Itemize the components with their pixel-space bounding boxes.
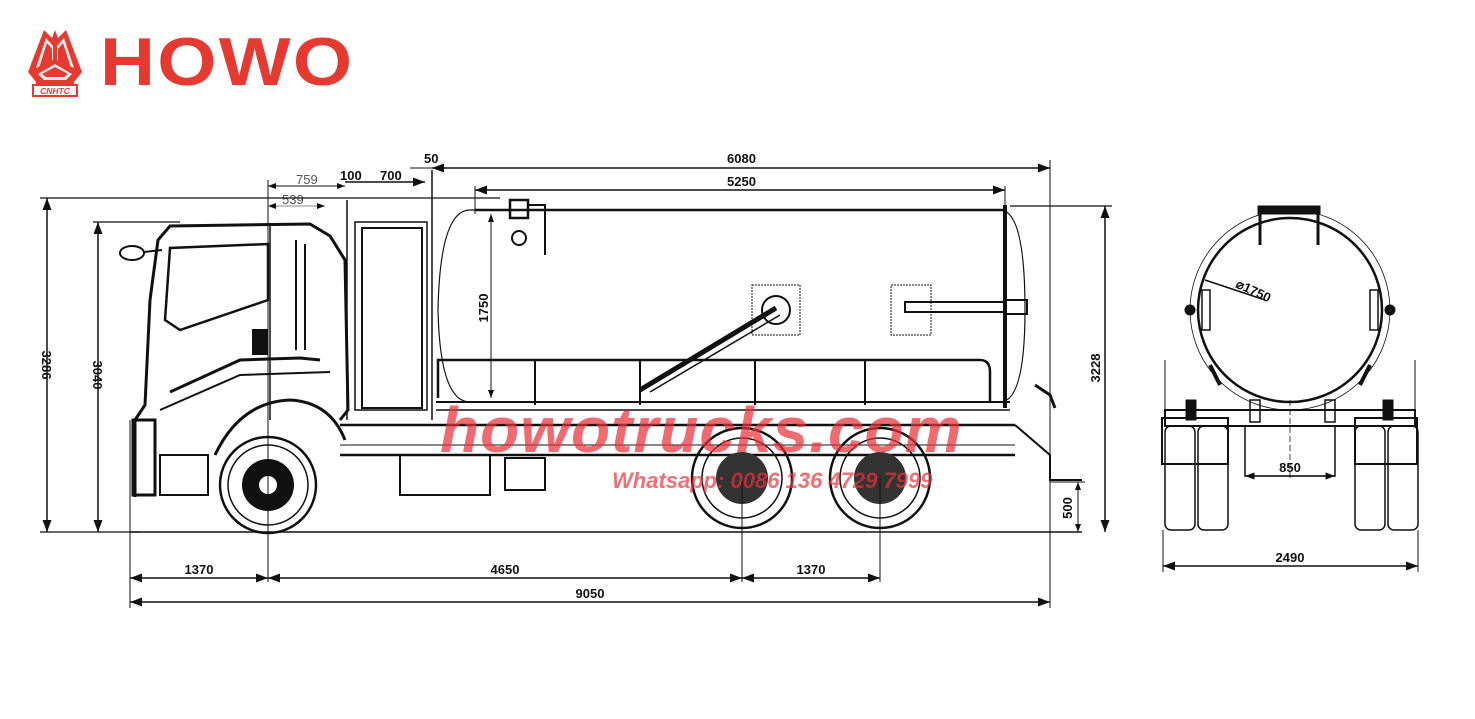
side-view: 759 539 100 700 50 6080 5250 3286 3040: [39, 151, 1112, 608]
svg-text:3040: 3040: [90, 361, 105, 390]
svg-text:4650: 4650: [491, 562, 520, 577]
cab-drawing: [119, 222, 350, 497]
svg-text:9050: 9050: [576, 586, 605, 601]
cnhtc-emblem-icon: CNHTC: [28, 30, 82, 97]
svg-text:1750: 1750: [476, 294, 491, 323]
watermark-contact: Whatsapp: 0086 136 4729 7999: [612, 468, 933, 493]
svg-text:539: 539: [282, 192, 304, 207]
svg-text:1370: 1370: [185, 562, 214, 577]
svg-text:2490: 2490: [1276, 550, 1305, 565]
svg-text:500: 500: [1060, 497, 1075, 519]
bottom-dimensions: 1370 4650 1370 9050: [130, 562, 1050, 607]
brand-name: HOWO: [100, 24, 355, 100]
svg-text:759: 759: [296, 172, 318, 187]
svg-text:850: 850: [1279, 460, 1301, 475]
watermark-site: howotrucks.com: [440, 394, 963, 466]
svg-text:3228: 3228: [1088, 354, 1103, 383]
tool-cabinet: [354, 221, 428, 411]
rear-view: ⌀1750 850 2490: [1161, 205, 1419, 572]
svg-text:1370: 1370: [797, 562, 826, 577]
svg-text:700: 700: [380, 168, 402, 183]
howo-logo: CNHTC HOWO: [22, 24, 352, 100]
top-dimensions: 759 539 100 700 50 6080 5250: [40, 151, 1050, 223]
vacuum-tank: [436, 198, 1057, 411]
svg-text:100: 100: [340, 168, 362, 183]
svg-text:50: 50: [424, 151, 438, 166]
watermark: howotrucks.com Whatsapp: 0086 136 4729 7…: [440, 394, 963, 493]
svg-text:⌀1750: ⌀1750: [1234, 276, 1274, 305]
svg-text:CNHTC: CNHTC: [40, 86, 71, 96]
svg-text:6080: 6080: [727, 151, 756, 166]
svg-text:5250: 5250: [727, 174, 756, 189]
svg-text:3286: 3286: [39, 351, 54, 380]
vertical-dimensions: 3286 3040 1750 3228 500: [39, 198, 1112, 533]
